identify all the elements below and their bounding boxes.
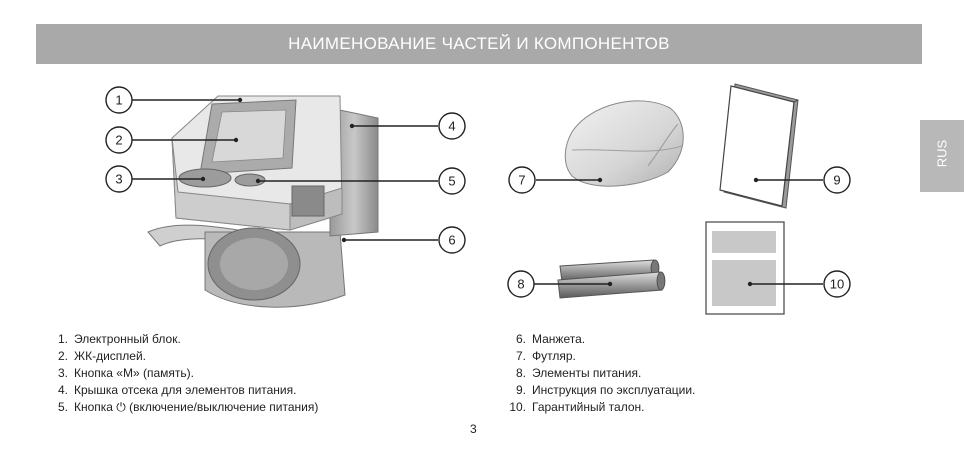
callout-9: 9 — [823, 166, 851, 194]
case-drawing — [564, 100, 684, 187]
leader-lines — [132, 99, 823, 285]
svg-text:8: 8 — [517, 277, 524, 292]
legend-item: 4.Крышка отсека для элементов питания. — [57, 383, 297, 397]
callout-7: 7 — [508, 166, 536, 194]
legend-item: 5.Кнопка ⏻ (включение/выключение питания… — [57, 400, 319, 414]
legend-item: 2.ЖК-дисплей. — [57, 349, 146, 363]
legend-item: 8.Элементы питания. — [515, 366, 642, 380]
leader-dots — [200, 97, 759, 287]
callout-2: 2 — [105, 126, 133, 154]
page-title: НАИМЕНОВАНИЕ ЧАСТЕЙ И КОМПОНЕНТОВ — [288, 34, 670, 53]
warranty-card-drawing — [705, 221, 785, 315]
legend-item: 9.Инструкция по эксплуатации. — [515, 383, 696, 397]
callout-3: 3 — [105, 165, 133, 193]
legend-left: 1.Электронный блок. 2.ЖК-дисплей. 3.Кноп… — [48, 331, 318, 416]
callout-8: 8 — [507, 270, 535, 298]
svg-text:4: 4 — [448, 119, 455, 134]
svg-text:9: 9 — [833, 173, 840, 188]
callout-1: 1 — [105, 86, 133, 114]
manual-drawing — [719, 83, 799, 209]
language-tab: RUS — [920, 120, 964, 192]
svg-text:3: 3 — [115, 172, 122, 187]
legend-item: 1.Электронный блок. — [57, 332, 181, 346]
legend-item: 3.Кнопка «М» (память). — [57, 366, 194, 380]
callout-10: 10 — [823, 270, 851, 298]
batteries-drawing — [557, 259, 666, 299]
monitor-drawing — [147, 95, 379, 308]
callout-4: 4 — [438, 112, 466, 140]
svg-text:5: 5 — [448, 174, 455, 189]
svg-text:1: 1 — [115, 93, 122, 108]
svg-text:7: 7 — [518, 173, 525, 188]
legend-item: 6.Манжета. — [515, 332, 586, 346]
svg-text:6: 6 — [448, 233, 455, 248]
legend-item: 7.Футляр. — [515, 349, 576, 363]
header-bar: НАИМЕНОВАНИЕ ЧАСТЕЙ И КОМПОНЕНТОВ — [36, 24, 922, 64]
legend-item: 10.Гарантийный талон. — [509, 400, 645, 414]
svg-text:10: 10 — [830, 277, 844, 292]
callout-6: 6 — [438, 226, 466, 254]
svg-text:2: 2 — [115, 133, 122, 148]
page-number: 3 — [470, 422, 477, 436]
callout-5: 5 — [438, 167, 466, 195]
legend-right: 6.Манжета. 7.Футляр. 8.Элементы питания.… — [500, 331, 695, 416]
